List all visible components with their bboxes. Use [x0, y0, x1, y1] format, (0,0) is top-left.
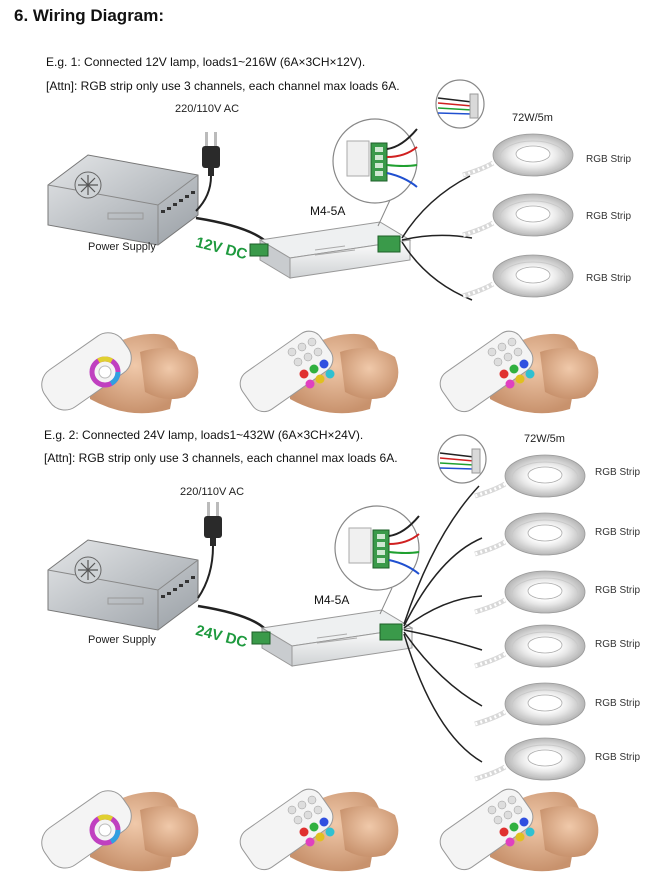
strip-label-2-6: RGB Strip: [595, 752, 641, 763]
rgb-strip-1-1: [492, 133, 574, 177]
remote-keys-mini-1: [434, 325, 599, 418]
remote-keys-mini-2: [434, 783, 599, 876]
strip-label-1-2: RGB Strip: [586, 211, 632, 222]
power-supply-1: [47, 154, 199, 246]
psu-label-2: Power Supply: [88, 634, 156, 646]
rgb-strip-2-5: [504, 682, 586, 726]
rgb-strip-2-3: [504, 570, 586, 614]
ac-plug-1: [202, 132, 220, 176]
page-title: 6. Wiring Diagram:: [14, 6, 165, 25]
rgb-strip-2-6: [504, 737, 586, 781]
rgb-strip-2-1: [504, 454, 586, 498]
controller-2: [251, 609, 413, 667]
strip-power-2: 72W/5m: [524, 433, 565, 445]
controller-label-2: M4-5A: [314, 593, 350, 607]
example2-drawing: [35, 434, 599, 876]
strip-label-1-1: RGB Strip: [586, 154, 632, 165]
rgb-strip-1-3: [492, 254, 574, 298]
ac-label-1: 220/110V AC: [175, 103, 240, 115]
example1-attn: [Attn]: RGB strip only use 3 channels, e…: [46, 79, 400, 93]
ac-plug-2: [204, 502, 222, 546]
wire-zoom-2: [437, 434, 487, 484]
terminal-zoom-1: [332, 118, 418, 204]
remote-touch-1: [35, 326, 199, 417]
remote-touch-2: [35, 784, 199, 875]
rgb-strip-2-4: [504, 624, 586, 668]
psu-label-1: Power Supply: [88, 241, 156, 253]
rgb-strip-2-2: [504, 512, 586, 556]
ac-label-2: 220/110V AC: [180, 486, 245, 498]
controller-1: [249, 221, 411, 279]
wire-zoom-1: [435, 79, 485, 129]
remote-keys-1: [234, 325, 399, 418]
example2-heading: E.g. 2: Connected 24V lamp, loads1~432W …: [44, 428, 364, 442]
example1-drawing: [35, 79, 599, 418]
strip-label-2-4: RGB Strip: [595, 639, 641, 650]
strip-label-2-1: RGB Strip: [595, 467, 641, 478]
strip-power-1: 72W/5m: [512, 112, 553, 124]
strip-label-1-3: RGB Strip: [586, 273, 632, 284]
terminal-zoom-2: [334, 505, 420, 591]
strip-label-2-5: RGB Strip: [595, 698, 641, 709]
strip-label-2-3: RGB Strip: [595, 585, 641, 596]
power-supply-2: [47, 539, 199, 631]
example1-heading: E.g. 1: Connected 12V lamp, loads1~216W …: [46, 55, 366, 69]
strip-label-2-2: RGB Strip: [595, 527, 641, 538]
controller-label-1: M4-5A: [310, 204, 346, 218]
example2-attn: [Attn]: RGB strip only use 3 channels, e…: [44, 451, 398, 465]
rgb-strip-1-2: [492, 193, 574, 237]
remote-keys-2: [234, 783, 399, 876]
